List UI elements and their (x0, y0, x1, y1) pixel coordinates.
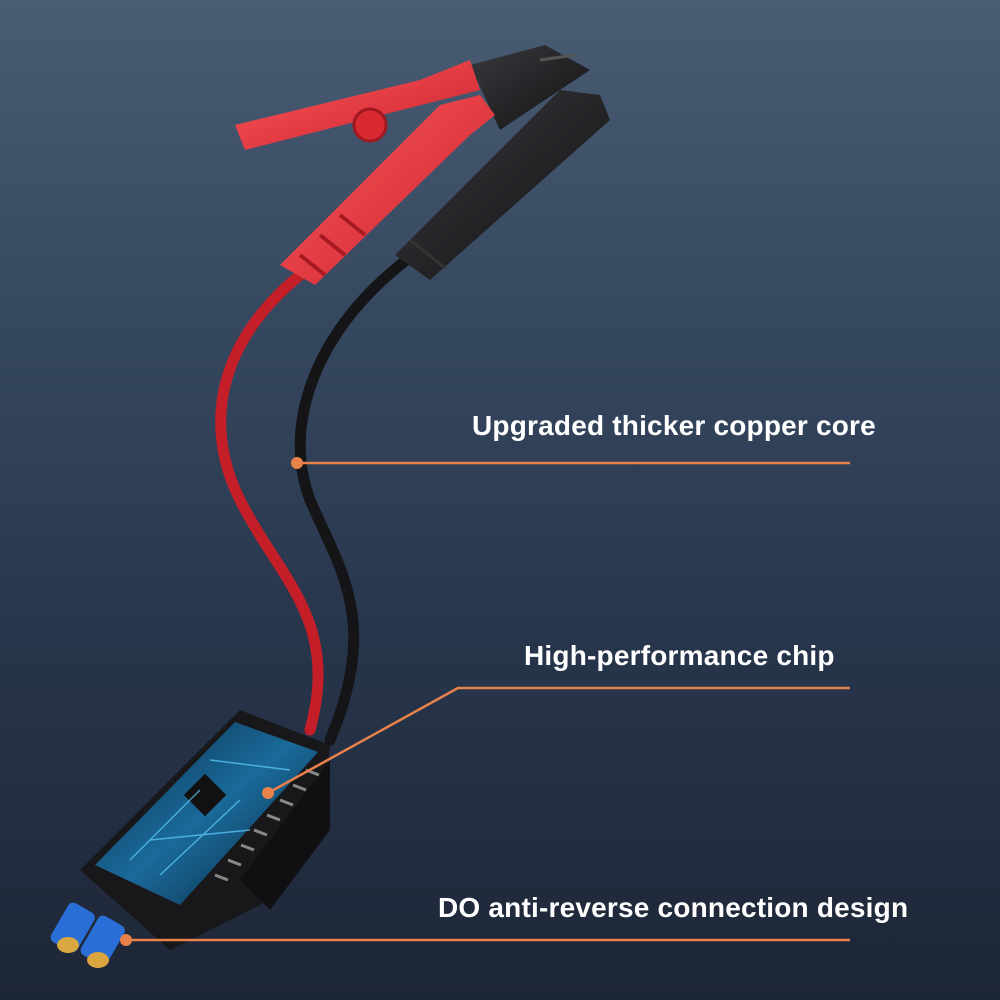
callout-line-anti-reverse (120, 934, 850, 946)
feature-label-copper-core: Upgraded thicker copper core (472, 410, 876, 441)
feature-label-chip: High-performance chip (524, 640, 835, 671)
black-cable (294, 244, 426, 746)
callout-line-copper-core (291, 457, 850, 469)
feature-label-anti-reverse: DO anti-reverse connection design (438, 892, 909, 923)
chip-module (80, 710, 330, 950)
black-clamp (395, 45, 610, 280)
callout-line-chip (262, 686, 850, 799)
red-clamp (235, 60, 495, 285)
red-cable (215, 254, 326, 736)
connector (50, 902, 125, 968)
